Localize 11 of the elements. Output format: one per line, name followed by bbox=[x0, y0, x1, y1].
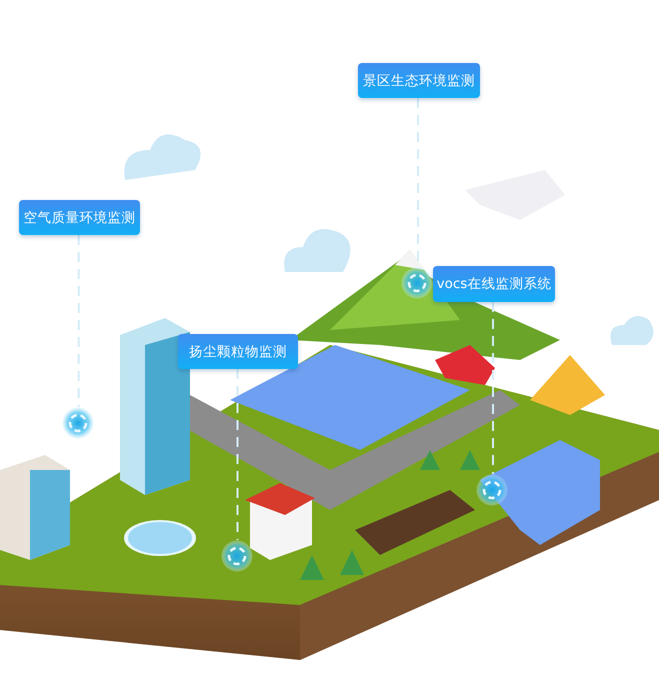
sensor-icon bbox=[221, 540, 253, 572]
label-box: vocs在线监测系统 bbox=[433, 266, 555, 302]
sensor-icon bbox=[401, 267, 433, 299]
leader-line bbox=[492, 302, 494, 474]
sensor-icon bbox=[62, 407, 94, 439]
leader-line bbox=[78, 235, 80, 407]
sensor-icon bbox=[476, 474, 508, 506]
label-box: 景区生态环境监测 bbox=[358, 63, 480, 98]
label-box: 扬尘颗粒物监测 bbox=[178, 334, 298, 369]
leader-line bbox=[236, 369, 238, 540]
label-box: 空气质量环境监测 bbox=[19, 200, 140, 235]
